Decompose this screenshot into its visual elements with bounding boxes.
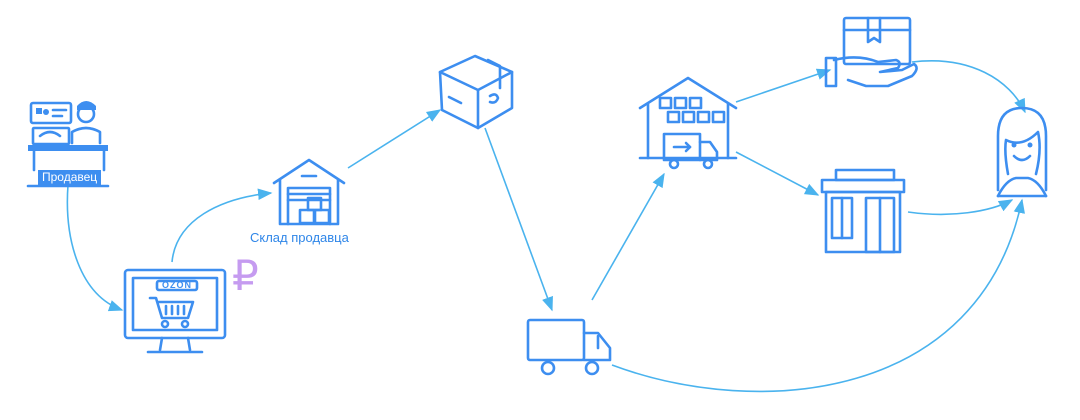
edge-seller-to-store xyxy=(66,184,124,312)
fulfillment-center-icon xyxy=(638,76,738,170)
customer-icon xyxy=(996,106,1048,198)
edge-box-to-truck xyxy=(484,127,553,312)
warehouse-icon xyxy=(272,158,346,226)
seller-label: Продавец xyxy=(38,170,102,185)
edge-truck-to-fulfillment xyxy=(591,172,665,301)
box-icon xyxy=(438,54,514,130)
monitor-cart-icon xyxy=(123,268,227,354)
edges xyxy=(66,60,1026,393)
ozon-logo-text: OZON xyxy=(162,280,192,290)
edge-warehouse-to-box xyxy=(347,109,442,169)
edge-truck-to-customer xyxy=(611,198,1025,393)
storefront-icon xyxy=(820,168,906,254)
hand-box-icon xyxy=(824,16,918,88)
truck-icon xyxy=(526,318,612,376)
edge-store-to-warehouse xyxy=(171,188,273,263)
edge-fulfillment-to-handover xyxy=(735,68,832,103)
seller-warehouse-label: Склад продавца xyxy=(250,230,349,245)
edge-pickup-to-customer xyxy=(907,199,1014,216)
seller-desk-icon xyxy=(26,101,110,188)
currency-symbol: ₽ xyxy=(232,251,259,300)
edge-fulfillment-to-pickup xyxy=(735,151,820,196)
edge-handover-to-customer xyxy=(911,60,1026,114)
